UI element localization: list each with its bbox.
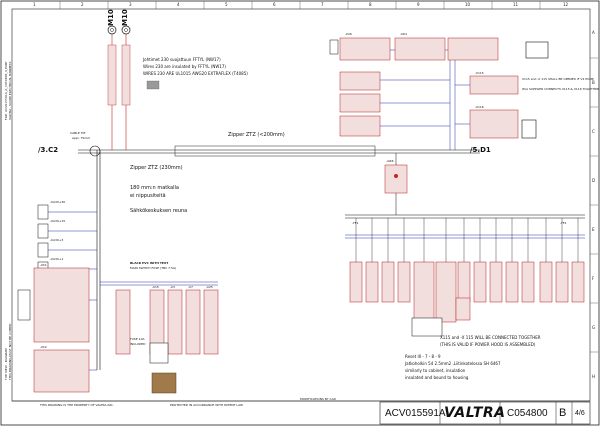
footer-text: MODIFICATIONS BY CAD: [300, 397, 336, 401]
sheet-number: 4/6: [575, 410, 585, 417]
relay-note: insulated and bound to housing: [405, 375, 469, 380]
row-letter: D: [592, 178, 596, 183]
valid-note: (THIS IS VALID IF POWER HOOD IS ASSEMBLE…: [440, 342, 536, 347]
connector-label: -FF1: [352, 221, 359, 225]
ref-left[interactable]: /3.C2: [38, 146, 59, 154]
row-letter: C: [592, 129, 595, 134]
connector-label: -X15: [152, 285, 159, 289]
side-text: VALTRA - SUOMI ELECTRICAL HARNESS: [8, 61, 12, 120]
column-number: 10: [465, 2, 471, 7]
left-connectors: [17, 204, 97, 393]
zipper-note: Zipper ZTZ (230mm): [130, 165, 183, 171]
relay-note: similarly to cabinet, insulation: [405, 368, 466, 373]
connector-label: -X115: [475, 71, 484, 75]
row-letter: H: [592, 374, 596, 379]
column-number: 8: [369, 2, 372, 7]
cable-tie-sub: appr. 75mm: [72, 136, 91, 140]
relay-note: Jatkoholkin 54 2.5mm2 ,Liitinkotelossa S…: [405, 361, 501, 366]
connector-label: -GR6: [386, 159, 394, 163]
column-number: 7: [321, 2, 324, 7]
top-right-connectors: [329, 37, 549, 150]
column-number: 3: [129, 2, 132, 7]
footer-text: THIS DRAWING IS THE PROPERTY OF VALTRA I…: [40, 403, 114, 407]
note-180: 180 mm:n matkalla: [130, 185, 179, 191]
document-number: ACV015591A: [385, 408, 446, 419]
footer-text: PROTECTED IN ACCORDANCE WITH PATENT LAW: [170, 403, 243, 407]
zipper-note: Zipper ZTZ (<200mm): [228, 132, 285, 138]
x115-note: X115 and -X 115 SHALL BE OPENED IF V2 PU…: [522, 77, 594, 81]
m10-eyelets: [107, 25, 131, 150]
ref-right[interactable]: /5.D1: [470, 146, 491, 154]
column-number: 2: [81, 2, 84, 7]
connector-label: -X3: [170, 285, 175, 289]
column-number: 5: [225, 2, 228, 7]
black-pvc-note: BLACK PVC WITH TEXT: [130, 261, 169, 265]
connect-note: X115 and -X 115 WILL BE CONNECTED TOGETH…: [440, 335, 541, 340]
row-letter: G: [592, 325, 596, 330]
m10-label: M10: [107, 9, 115, 26]
column-number: 12: [563, 2, 569, 7]
connector-label: -FF2: [560, 221, 567, 225]
wire-spec-note: Wires 230 are insulated by FFTYL (NW17): [143, 64, 226, 69]
cable-tie-label: CABLE TIE: [70, 131, 86, 135]
grid-ticks: [59, 1, 598, 353]
connector-label: -XA30+1: [50, 257, 64, 261]
row-letter: B: [592, 80, 595, 85]
column-number: 9: [417, 2, 420, 7]
center-branch: [345, 153, 585, 239]
column-number: 1: [33, 2, 36, 7]
connector-label: -X25: [206, 285, 213, 289]
fuse-sub: INCLUDED: [130, 342, 146, 346]
connector-label: -XA30+30: [50, 200, 66, 204]
drawing-number: C054800: [507, 408, 548, 419]
note-180b: ei nippusiteitä: [130, 193, 166, 199]
connector-label: -XA30+15: [50, 219, 66, 223]
relay-note: Reset III - 7 - 8 - 9: [405, 354, 441, 359]
fuse-label: FUSE 10A: [130, 337, 145, 341]
connector-label: -XC2: [40, 345, 47, 349]
bottom-right-connectors: [349, 218, 585, 337]
wire-spec-note: WIRES 230 ARE UL1015 AWG20 EXTRAFLEX (T4…: [143, 71, 248, 76]
connector-label: -XD1: [400, 32, 408, 36]
title-block: [12, 400, 591, 425]
column-number: 6: [273, 2, 276, 7]
row-letter: E: [592, 227, 595, 232]
black-pvc-sub: MAIN SWITCH FUSE (TBC 7.5A): [130, 266, 177, 270]
column-number: 11: [513, 2, 519, 7]
supplier-note: W/A SUPPLIER CONNECTS X115 & X116 TOGETH…: [522, 87, 600, 91]
wire-spec-note: Johtimet 230 suojattuun FFTYL (NW17): [143, 57, 221, 62]
side-text: THIS DRAWING MUST NOT BE COPIED: [8, 323, 12, 381]
connector-label: -X26: [345, 32, 352, 36]
connector-label: -X116: [475, 105, 484, 109]
middle-left-connectors: [100, 281, 219, 394]
valtra-logo: VALTRA: [444, 405, 506, 421]
column-number: 4: [177, 2, 180, 7]
row-letter: F: [592, 276, 595, 281]
revision: B: [559, 407, 567, 419]
connector-label: -XA30+3: [50, 238, 64, 242]
note-shield: Sähkökeskuksen reuna: [130, 208, 188, 214]
m10-label: M10: [121, 9, 129, 26]
connector-label: -XC1: [40, 263, 47, 267]
row-letter: A: [592, 30, 595, 35]
connector-label: -X7: [188, 285, 193, 289]
